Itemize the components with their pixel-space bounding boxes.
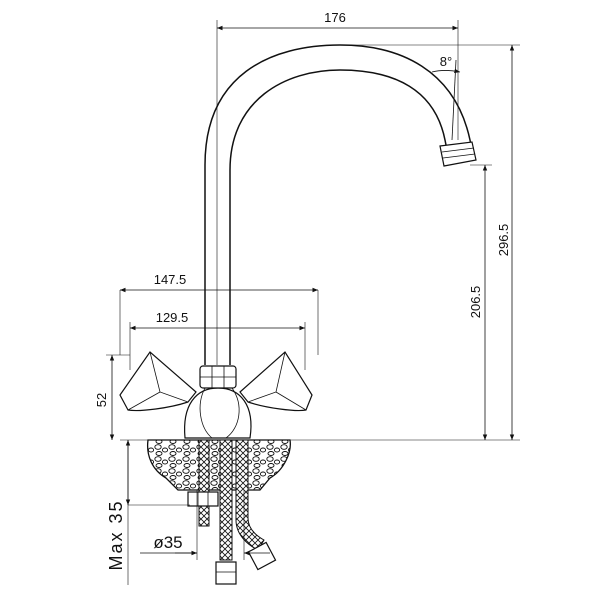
dim-spout-reach: 176 — [324, 10, 346, 25]
dimension-lines — [109, 25, 515, 556]
dim-max-mount: Max 35 — [106, 499, 126, 570]
faucet-outline — [119, 44, 477, 585]
aerator — [439, 141, 477, 167]
hose-fitting-left — [215, 561, 237, 585]
dim-handle-span-inner: 129.5 — [156, 310, 189, 325]
mounting-nut — [187, 491, 219, 507]
extension-lines — [106, 20, 520, 585]
hose-left — [219, 439, 233, 561]
dim-hole-diameter: ø35 — [153, 533, 182, 552]
dim-handle-span-outer: 147.5 — [154, 272, 187, 287]
decorative-base — [146, 439, 291, 491]
faucet-body — [184, 387, 252, 439]
dim-spout-angle: 8° — [440, 54, 452, 69]
left-handle — [119, 351, 197, 412]
dim-body-height: 52 — [94, 393, 109, 407]
right-handle — [239, 351, 313, 412]
hose-fitting-right — [247, 541, 277, 571]
spout-outer — [204, 44, 473, 365]
dim-spout-height: 206.5 — [468, 286, 483, 319]
mounting-stud — [198, 439, 210, 527]
dim-total-height: 296.5 — [496, 224, 511, 257]
hose-right — [235, 439, 265, 551]
spout-inner — [229, 69, 448, 365]
